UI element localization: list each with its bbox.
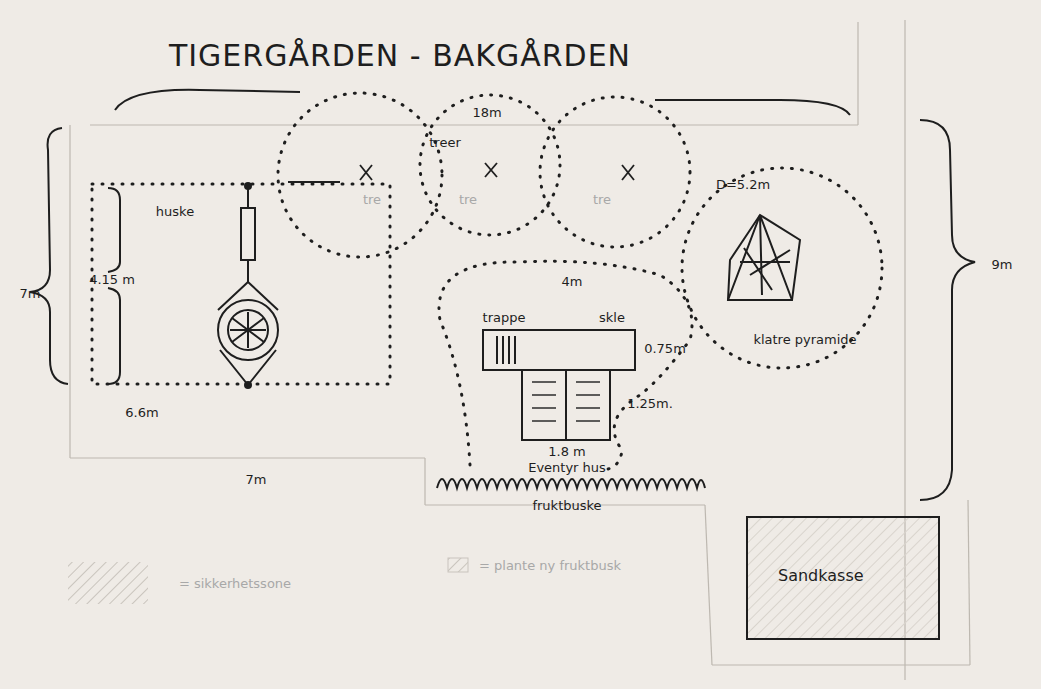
dimension-label: Eventyr hus (528, 461, 606, 475)
legend-text: = sikkerhetssone (179, 577, 291, 591)
dimension-label: 1.8 m (548, 445, 585, 459)
dimension-label: klatre pyramide (753, 333, 856, 347)
sandbox-box: Sandkasse (746, 516, 940, 640)
legend-sample (448, 558, 468, 572)
dimension-label: tre (459, 193, 477, 207)
plan-title: TIGERGÅRDEN - BAKGÅRDEN (169, 39, 631, 72)
dimension-label: 7m (20, 287, 41, 301)
dimension-label: treer (429, 136, 461, 150)
dimension-label: tre (363, 193, 381, 207)
dimension-label: 1.25m. (627, 397, 673, 411)
node-text: Sandkasse (778, 566, 864, 585)
dimension-label: huske (156, 205, 194, 219)
dimension-label: 18m (472, 106, 501, 120)
dimension-label: 4m (562, 275, 583, 289)
legend-sample (68, 562, 148, 604)
dimension-label: D=5.2m (716, 178, 770, 192)
legend-text: = plante ny fruktbusk (479, 559, 621, 573)
dimension-label: 4.15 m (89, 273, 135, 287)
dimension-label: 6.6m (125, 406, 158, 420)
dimension-label: tre (593, 193, 611, 207)
dimension-label: trappe (483, 311, 526, 325)
dimension-label: 7m (246, 473, 267, 487)
dimension-label: 0.75m (644, 342, 686, 356)
dimension-label: skle (599, 311, 625, 325)
dimension-label: 9m (992, 258, 1013, 272)
dimension-label: fruktbuske (532, 499, 601, 513)
